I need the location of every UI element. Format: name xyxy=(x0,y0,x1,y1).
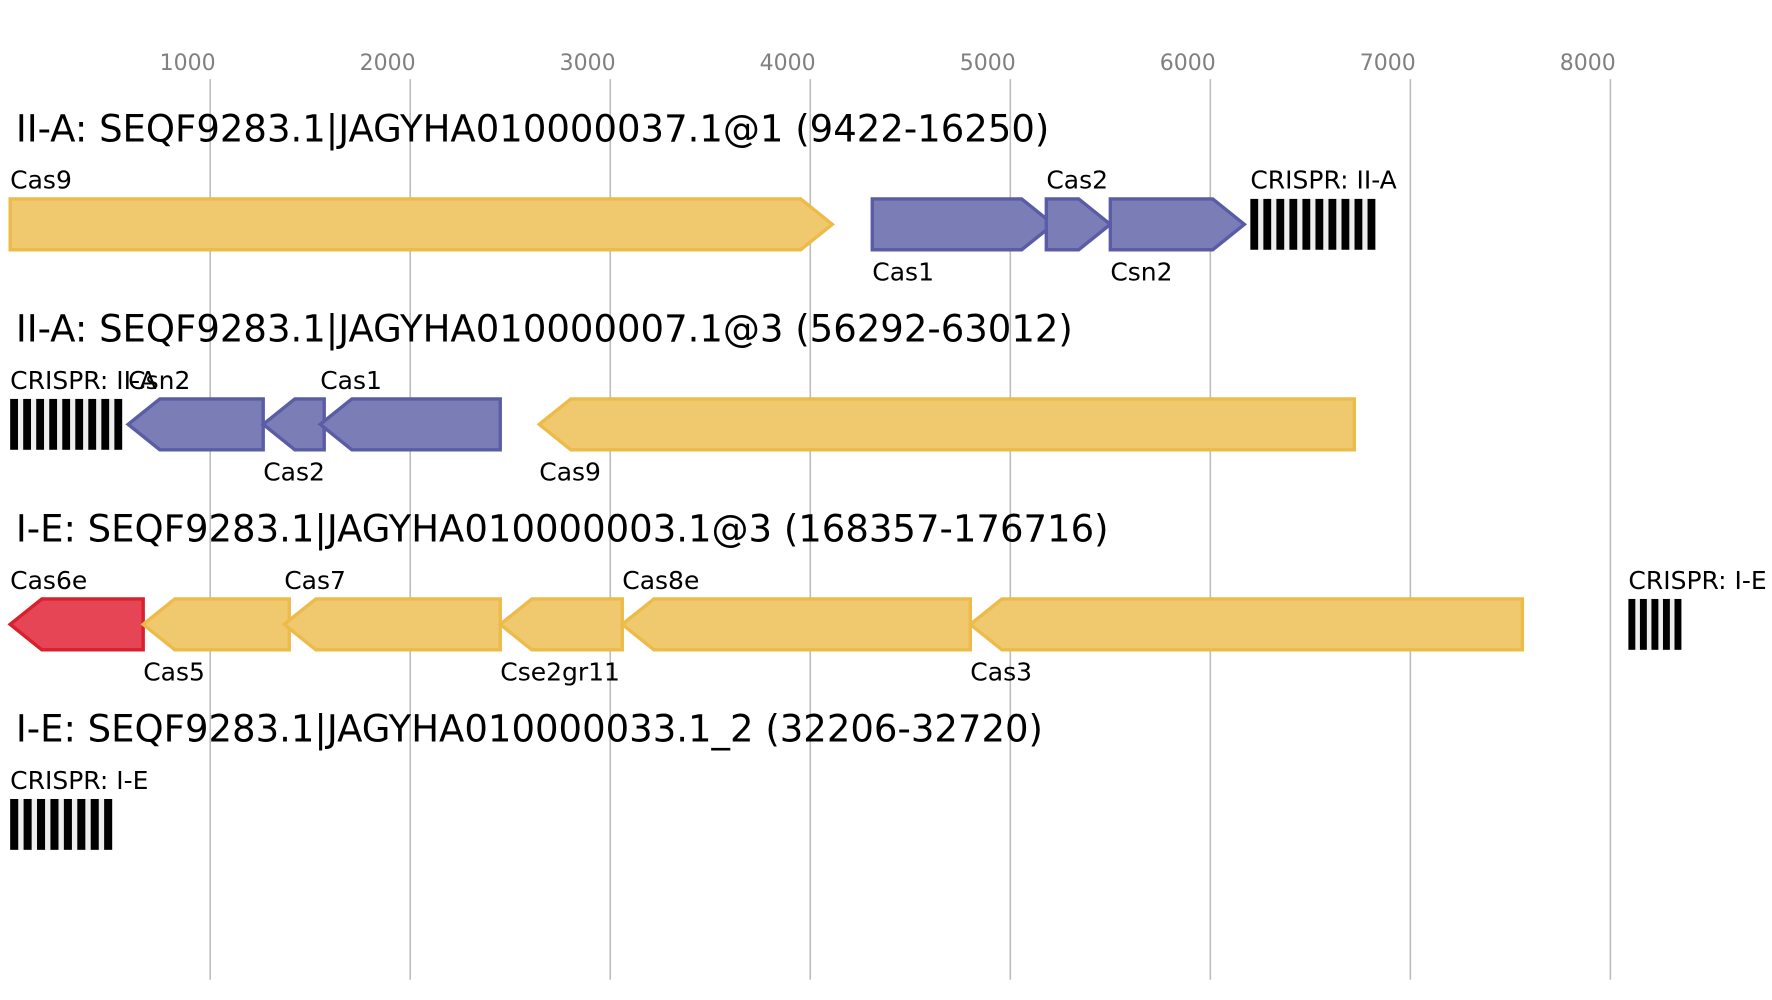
crispr-repeat xyxy=(36,398,45,450)
gene-cas9[interactable] xyxy=(8,197,835,252)
crispr-repeat xyxy=(50,798,59,850)
crispr-repeat xyxy=(10,798,19,850)
crispr-repeat xyxy=(1263,198,1272,250)
gene-csn2[interactable] xyxy=(125,397,265,452)
crispr-array[interactable] xyxy=(1250,198,1376,250)
crispr-array[interactable] xyxy=(1628,598,1682,650)
crispr-repeat xyxy=(104,798,113,850)
crispr-label: CRISPR: I-E xyxy=(1628,566,1766,595)
crispr-repeat xyxy=(23,398,32,450)
crispr-repeat xyxy=(1674,598,1682,650)
crispr-repeat xyxy=(1367,198,1376,250)
crispr-repeat xyxy=(37,798,46,850)
axis-ticks: 1000 2000 3000 4000 5000 6000 7000 8000 xyxy=(160,51,1616,76)
tick-label: 6000 xyxy=(1160,51,1216,76)
operon-row: I-E: SEQF9283.1|JAGYHA010000003.1@3 (168… xyxy=(7,507,1767,686)
gene-cas9[interactable] xyxy=(536,397,1357,452)
crispr-repeat xyxy=(88,398,97,450)
crispr-repeat xyxy=(1276,198,1285,250)
gene-label: Cas5 xyxy=(143,657,205,686)
tick-label: 4000 xyxy=(760,51,816,76)
crispr-repeat xyxy=(23,798,32,850)
crispr-repeat xyxy=(101,398,110,450)
crispr-repeat xyxy=(75,398,84,450)
operon-row: II-A: SEQF9283.1|JAGYHA010000037.1@1 (94… xyxy=(8,107,1397,286)
crispr-label: CRISPR: II-A xyxy=(1250,166,1396,195)
crispr-repeat xyxy=(1651,598,1659,650)
crispr-repeat xyxy=(62,398,71,450)
crispr-repeat xyxy=(1250,198,1259,250)
tick-label: 3000 xyxy=(560,51,616,76)
gene-label: Cas7 xyxy=(284,566,346,595)
gene-label: Csn2 xyxy=(1110,257,1172,286)
crispr-label: CRISPR: II-A xyxy=(10,366,156,395)
rows: II-A: SEQF9283.1|JAGYHA010000037.1@1 (94… xyxy=(7,107,1767,850)
gene-cas1[interactable] xyxy=(317,397,502,452)
gene-cas5[interactable] xyxy=(140,597,291,652)
gene-cas8e[interactable] xyxy=(619,597,973,652)
tick-label: 5000 xyxy=(960,51,1016,76)
gene-cas3[interactable] xyxy=(967,597,1525,652)
gene-label: Cse2gr11 xyxy=(500,657,620,686)
gene-cas7[interactable] xyxy=(281,597,502,652)
crispr-array[interactable] xyxy=(10,398,123,450)
crispr-repeat xyxy=(90,798,99,850)
crispr-repeat xyxy=(114,398,123,450)
crispr-repeat xyxy=(1302,198,1311,250)
crispr-repeat xyxy=(1315,198,1324,250)
gene-label: Cas2 xyxy=(1046,166,1108,195)
crispr-array[interactable] xyxy=(10,798,113,850)
gene-cas2[interactable] xyxy=(1044,197,1114,252)
gene-csn2[interactable] xyxy=(1108,197,1248,252)
tick-label: 7000 xyxy=(1360,51,1416,76)
row-title: I-E: SEQF9283.1|JAGYHA010000003.1@3 (168… xyxy=(16,507,1109,550)
crispr-repeat xyxy=(1354,198,1363,250)
operon-row: I-E: SEQF9283.1|JAGYHA010000033.1_2 (322… xyxy=(10,707,1043,850)
crispr-repeat xyxy=(10,398,18,450)
crispr-repeat xyxy=(1341,198,1350,250)
gene-cse2gr11[interactable] xyxy=(497,597,624,652)
gene-label: Cas1 xyxy=(320,366,382,395)
crispr-label: CRISPR: I-E xyxy=(10,766,148,795)
crispr-repeat xyxy=(1289,198,1298,250)
gene-label: Cas6e xyxy=(10,566,87,595)
gene-cas2[interactable] xyxy=(260,397,326,452)
tick-label: 8000 xyxy=(1560,51,1616,76)
gene-label: Cas3 xyxy=(970,657,1032,686)
crispr-repeat xyxy=(63,798,72,850)
row-title: I-E: SEQF9283.1|JAGYHA010000033.1_2 (322… xyxy=(16,707,1043,750)
gene-cas1[interactable] xyxy=(870,197,1057,252)
gene-label: Cas1 xyxy=(872,257,934,286)
tick-label: 2000 xyxy=(360,51,416,76)
gene-label: Cas8e xyxy=(622,566,699,595)
crispr-repeat xyxy=(77,798,86,850)
operon-row: II-A: SEQF9283.1|JAGYHA010000007.1@3 (56… xyxy=(10,307,1357,486)
row-title: II-A: SEQF9283.1|JAGYHA010000007.1@3 (56… xyxy=(16,307,1073,350)
crispr-repeat xyxy=(49,398,58,450)
crispr-repeat xyxy=(1639,598,1647,650)
tick-label: 1000 xyxy=(160,51,216,76)
gene-label: Cas9 xyxy=(10,166,72,195)
crispr-repeat xyxy=(1628,598,1636,650)
crispr-repeat xyxy=(1662,598,1670,650)
gene-label: Cas2 xyxy=(263,457,325,486)
gene-label: Cas9 xyxy=(539,457,601,486)
crispr-repeat xyxy=(1328,198,1337,250)
row-title: II-A: SEQF9283.1|JAGYHA010000037.1@1 (94… xyxy=(16,107,1050,150)
gene-cas6e[interactable] xyxy=(7,597,145,652)
gene-label: Csn2 xyxy=(128,366,190,395)
